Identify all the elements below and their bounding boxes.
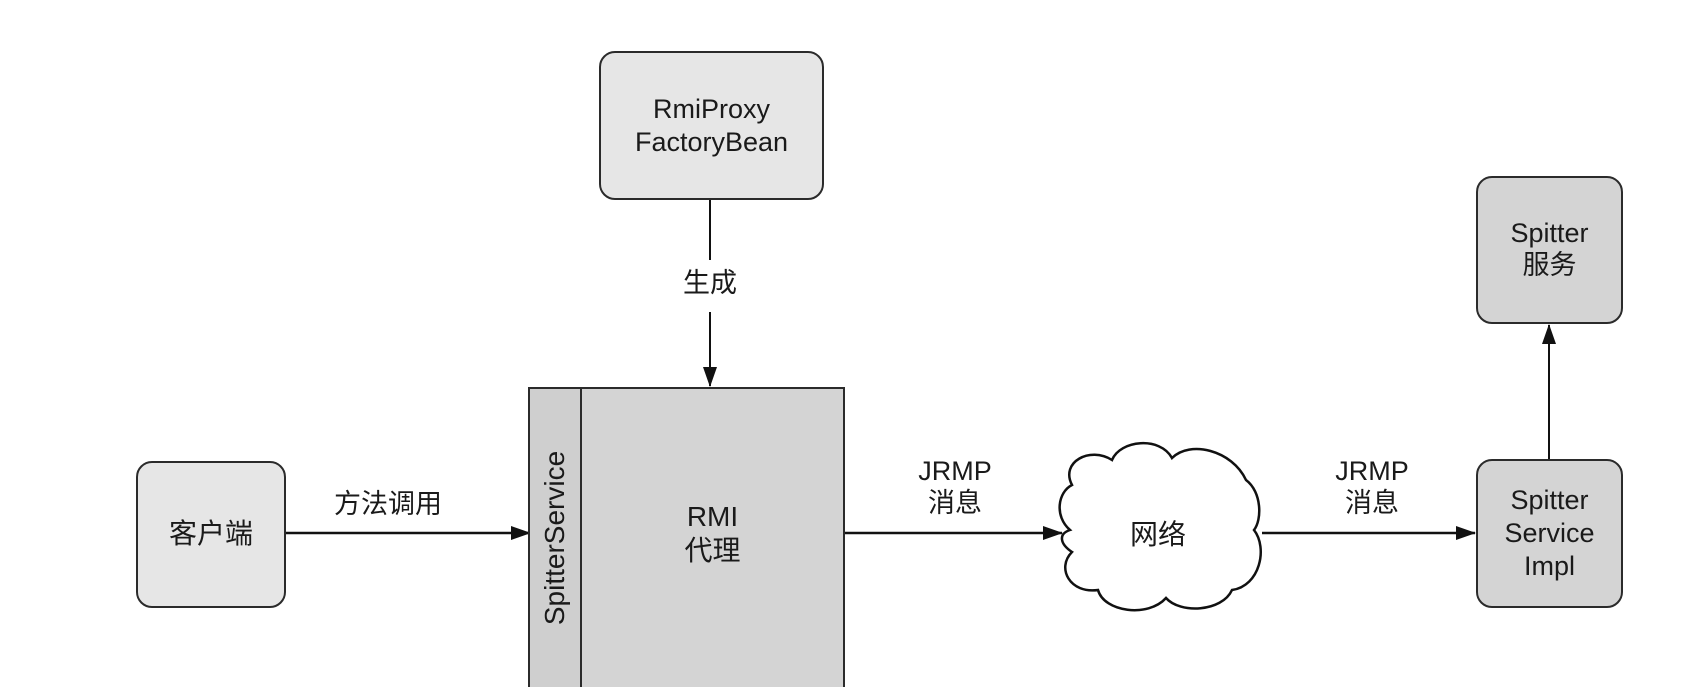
node-label-line: Spitter <box>1510 485 1589 516</box>
edge-label-generate: 生成 <box>683 268 737 299</box>
network-node: 网络 <box>1108 518 1208 552</box>
network-label: 网络 <box>1129 518 1186 551</box>
spitter-service-node: Spitter 服务 <box>1476 176 1623 324</box>
node-label-line: FactoryBean <box>634 126 789 157</box>
edge-label-jrmp-2: JRMP 消息 <box>1335 456 1409 519</box>
rmi-proxy-label: RMI 代理 <box>684 500 741 567</box>
node-label-line: Service <box>1504 518 1595 549</box>
interface-label: SpitterService <box>539 450 571 626</box>
client-node: 客户端 <box>136 461 286 608</box>
rmi-proxy-node: SpitterService RMI 代理 <box>528 387 845 687</box>
edge-label-jrmp-1: JRMP 消息 <box>918 456 992 519</box>
node-label-line: RmiProxy <box>652 93 770 124</box>
network-cloud-shape <box>1058 442 1262 612</box>
node-label-line: Impl <box>1523 550 1575 581</box>
edge-label-method-call: 方法调用 <box>334 489 442 520</box>
spitter-service-impl-node: Spitter Service Impl <box>1476 459 1623 608</box>
node-label-line: Spitter <box>1510 218 1589 249</box>
node-label-line: 客户端 <box>168 517 253 551</box>
rmi-proxy-factory-bean-node: RmiProxy FactoryBean <box>599 51 824 200</box>
spitter-service-interface: SpitterService <box>530 389 582 687</box>
node-label-line: 服务 <box>1522 250 1577 281</box>
